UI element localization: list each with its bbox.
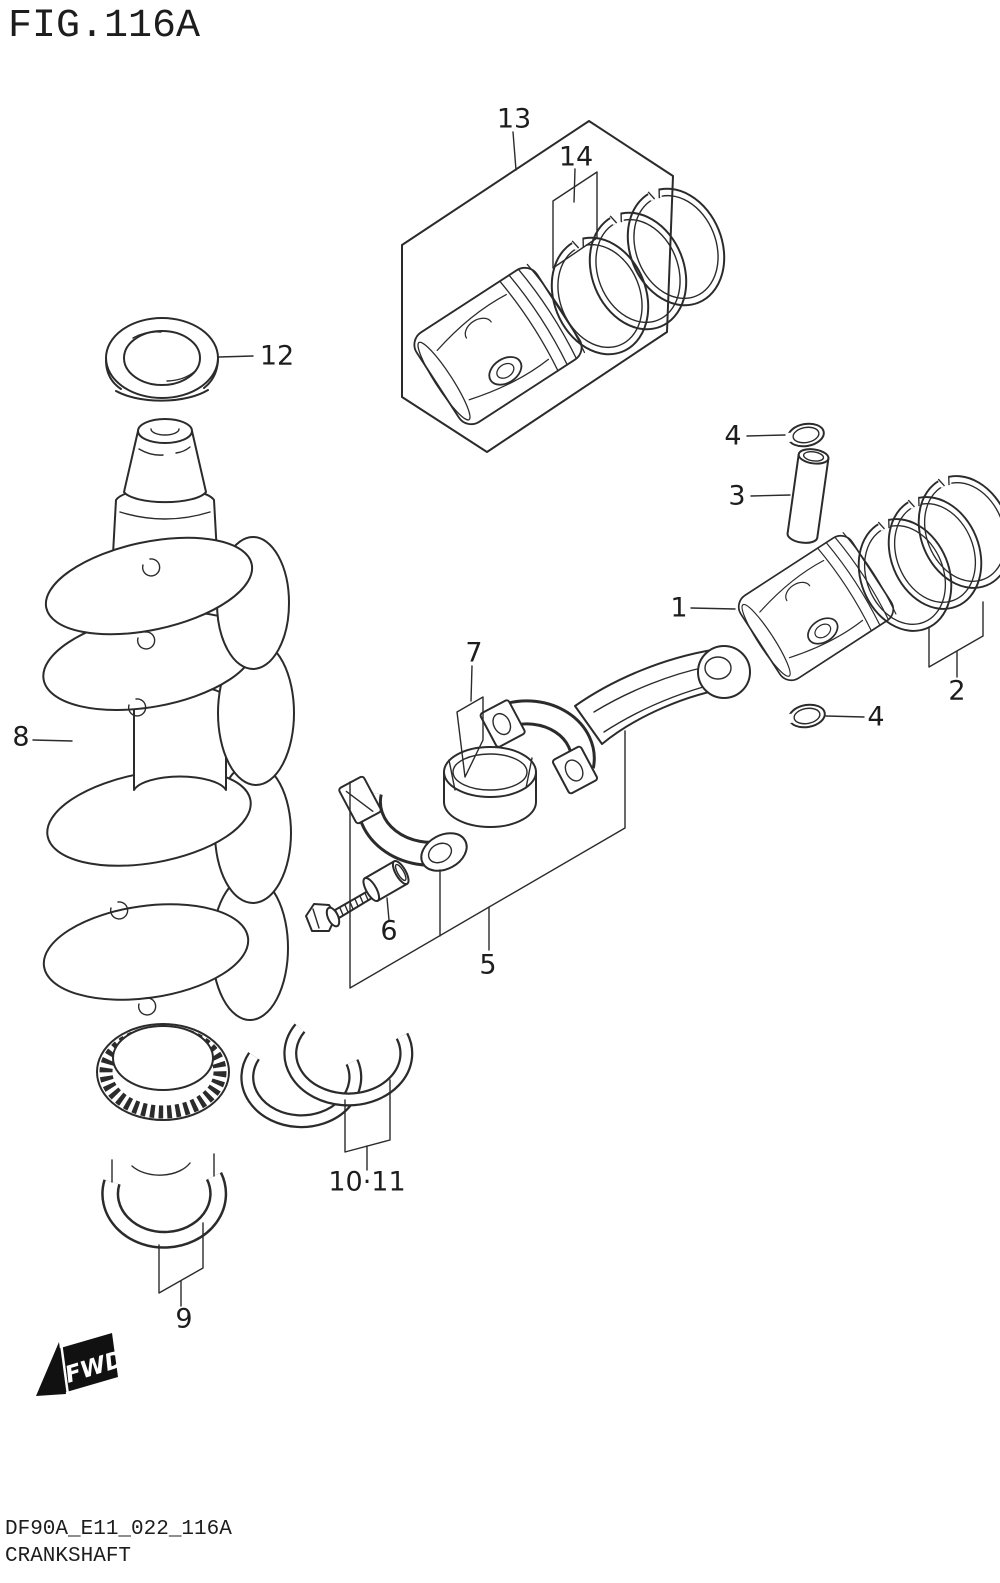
callout-5: 5 <box>479 949 497 981</box>
callout-7: 7 <box>465 637 483 669</box>
crankshaft-holes <box>109 558 161 1016</box>
rod-dowel-6-drawing <box>362 859 410 903</box>
callout-6: 6 <box>380 915 398 947</box>
main-bearing-9-drawing <box>101 1153 228 1307</box>
crankshaft-gear <box>96 1023 230 1121</box>
piston-ring-14c <box>608 170 743 321</box>
callout-8: 8 <box>12 721 30 753</box>
rod-bolt-drawing <box>305 890 373 932</box>
circlip-4-top-drawing <box>782 420 827 451</box>
figure-title: FIG.116A <box>8 4 201 49</box>
drawing-code: DF90A_E11_022_116A <box>5 1518 232 1541</box>
crankshaft-drawing <box>42 418 295 1121</box>
thrust-bearing-10-11-drawing <box>240 1023 414 1171</box>
callout-4-bottom: 4 <box>867 701 885 733</box>
crankpin-bearing-7-drawing <box>443 746 537 828</box>
callout-12: 12 <box>259 340 295 372</box>
callout-3: 3 <box>728 480 746 512</box>
piston-13-drawing <box>407 260 589 432</box>
leader-lines <box>32 355 254 742</box>
figure-caption: CRANKSHAFT <box>5 1545 132 1568</box>
piston-pin-3-drawing <box>785 446 831 546</box>
callout-4-top: 4 <box>724 420 742 452</box>
fwd-arrow: FWD <box>36 1333 127 1396</box>
callout-14: 14 <box>558 141 594 173</box>
callout-9: 9 <box>175 1303 193 1335</box>
connecting-rod-group <box>305 645 751 989</box>
piston-assy-box-13 <box>401 120 743 453</box>
seal-ring-12-drawing <box>105 317 219 402</box>
circlip-4-bottom-drawing <box>783 701 828 732</box>
callout-1: 1 <box>670 592 688 624</box>
callout-10-11: 10·11 <box>328 1166 406 1198</box>
callout-13: 13 <box>496 103 532 135</box>
callout-2: 2 <box>948 675 966 707</box>
piston-1-group <box>690 420 1000 732</box>
